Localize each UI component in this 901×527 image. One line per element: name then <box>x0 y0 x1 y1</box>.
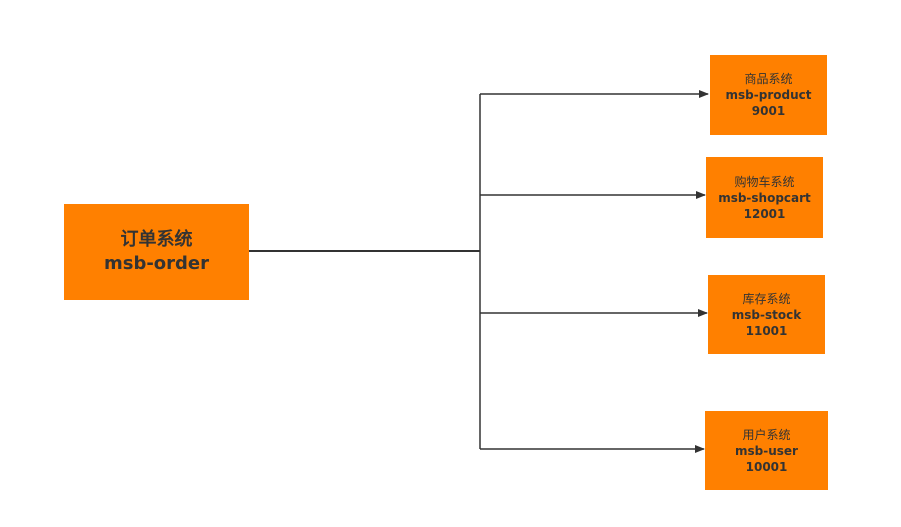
stock-system-code: msb-stock <box>731 307 802 322</box>
user-system-code: msb-user <box>735 443 798 458</box>
shopcart-system-node[interactable]: 购物车系统 msb-shopcart 12001 <box>706 157 823 238</box>
order-system-node[interactable]: 订单系统 msb-order <box>64 204 249 300</box>
stock-system-port: 11001 <box>745 323 788 338</box>
product-system-name: 商品系统 <box>744 72 793 86</box>
product-system-node[interactable]: 商品系统 msb-product 9001 <box>710 55 827 135</box>
stock-system-name: 库存系统 <box>742 291 791 306</box>
order-system-name: 订单系统 <box>120 229 193 250</box>
product-system-port: 9001 <box>751 104 786 118</box>
stock-system-node[interactable]: 库存系统 msb-stock 11001 <box>708 275 825 354</box>
shopcart-system-name: 购物车系统 <box>734 174 795 189</box>
shopcart-system-code: msb-shopcart <box>718 190 811 205</box>
shopcart-system-port: 12001 <box>743 206 786 221</box>
product-system-code: msb-product <box>725 88 812 102</box>
user-system-port: 10001 <box>745 459 788 474</box>
order-system-code: msb-order <box>103 253 210 274</box>
user-system-name: 用户系统 <box>742 427 791 442</box>
user-system-node[interactable]: 用户系统 msb-user 10001 <box>705 411 828 490</box>
